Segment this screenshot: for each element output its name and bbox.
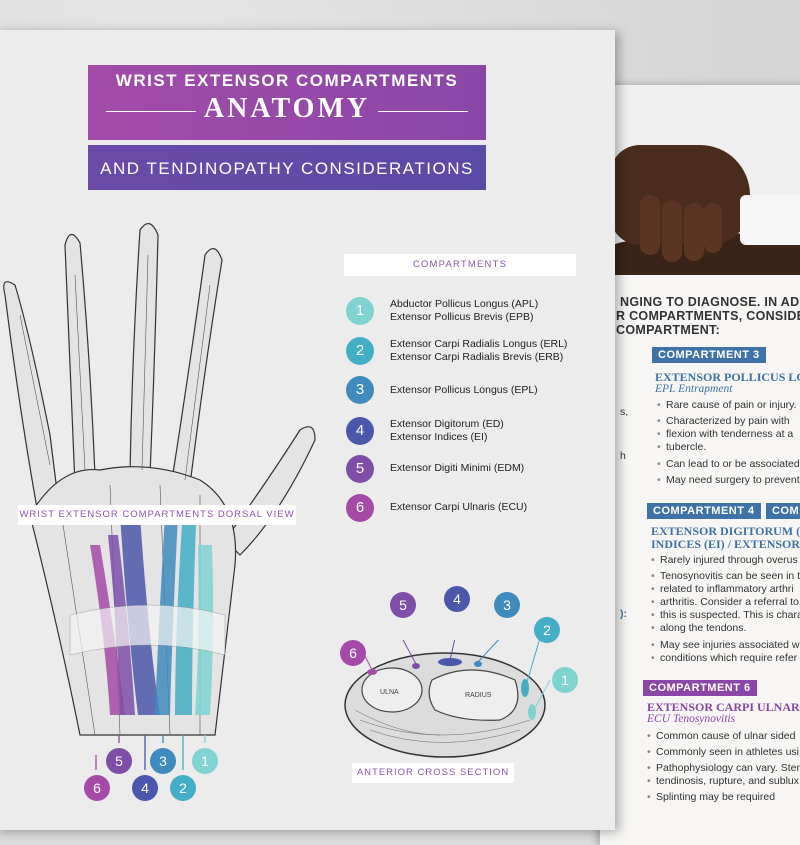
radius-label: RADIUS: [465, 692, 492, 699]
margin-fragment: h: [620, 450, 626, 462]
back-intro-line-3: COMPARTMENT:: [616, 323, 721, 337]
cross-marker-1: 1: [552, 667, 578, 693]
subtitle-banner: AND TENDINOPATHY CONSIDERATIONS: [88, 145, 486, 190]
title-rule-left: [106, 111, 196, 112]
compartment-6-subtitle: EXTENSOR CARPI ULNARIS: [647, 700, 800, 714]
dorsal-view-label: WRIST EXTENSOR COMPARTMENTS DORSAL VIEW: [18, 505, 296, 525]
hand-marker-4: 4: [132, 775, 158, 801]
compartment-5-line-1: Extensor Digiti Minimi (EDM): [390, 462, 525, 474]
compartment-2-line-2: Extensor Carpi Radialis Brevis (ERB): [390, 351, 564, 363]
compartment-1-line-1: Abductor Pollicus Longus (APL): [390, 298, 539, 310]
bullet: Pathophysiology can vary. Ster: [647, 762, 800, 775]
bullet-cont: flexion with tenderness at a: [657, 428, 793, 441]
compartment-2-badge: 2: [346, 337, 374, 365]
hand-marker-3: 3: [150, 748, 176, 774]
compartments-header: COMPARTMENTS: [344, 254, 576, 276]
compartment-3-badge: 3: [346, 376, 374, 404]
compartment-3-tag: COMPARTMENT 3: [652, 347, 766, 363]
compartment-3-line-1: Extensor Pollicus Longus (EPL): [390, 384, 538, 396]
anterior-cross-section-label: ANTERIOR CROSS SECTION: [352, 763, 514, 783]
hand-dorsal-illustration: [3, 223, 316, 770]
compartment-6-subtitle2: ECU Tenosynovitis: [647, 713, 736, 725]
compartment-6-badge: 6: [346, 494, 374, 522]
bullet-cont: along the tendons.: [651, 622, 746, 635]
compartment-2-line-1: Extensor Carpi Radialis Longus (ERL): [390, 338, 568, 350]
hand-marker-2: 2: [170, 775, 196, 801]
back-intro-line-1: NGING TO DIAGNOSE. IN ADDITI: [620, 295, 800, 309]
ulna-label: ULNA: [380, 689, 399, 696]
bullet: Commonly seen in athletes usi: [647, 746, 799, 759]
title-line-3: AND TENDINOPATHY CONSIDERATIONS: [100, 159, 474, 178]
cross-section-illustration: ULNA RADIUS: [344, 640, 551, 758]
bullet: Can lead to or be associated v: [657, 458, 800, 471]
compartment-5-badge: 5: [346, 455, 374, 483]
bullet-cont: tendinosis, rupture, and sublux: [647, 775, 799, 788]
hand-marker-6: 6: [84, 775, 110, 801]
bullet-cont: arthritis. Consider a referral to: [651, 596, 799, 609]
hands-photo: [600, 85, 800, 275]
bullet: Splinting may be required: [647, 791, 775, 804]
compartment-4-line-2: Extensor Indices (EI): [390, 431, 488, 443]
bullet: Tenosynovitis can be seen in t: [651, 570, 800, 583]
compartment-4-badge: 4: [346, 417, 374, 445]
bullet-cont: this is suspected. This is chara: [651, 609, 800, 622]
compartment-4-subtitle: EXTENSOR DIGITORUM (ED: [651, 524, 800, 538]
cross-marker-6: 6: [340, 640, 366, 666]
margin-fragment: ):: [620, 608, 627, 620]
cross-marker-3: 3: [494, 592, 520, 618]
bullet: Rare cause of pain or injury.: [657, 399, 797, 412]
cross-marker-5: 5: [390, 592, 416, 618]
bullet: May see injuries associated wi: [651, 639, 800, 652]
bullet: Common cause of ulnar sided: [647, 730, 795, 743]
compartment-3-subtitle: EXTENSOR POLLICUS LO: [655, 370, 800, 384]
compartment-1-badge: 1: [346, 297, 374, 325]
bullet: Characterized by pain with: [657, 415, 790, 428]
compartment-1-line-2: Extensor Pollicus Brevis (EPB): [390, 311, 534, 323]
compartment-4-line-1: Extensor Digitorum (ED): [390, 418, 504, 430]
compartment-4-subtitle2: INDICES (EI) / EXTENSOR D: [651, 537, 800, 551]
hand-marker-1: 1: [192, 748, 218, 774]
title-line-1: WRIST EXTENSOR COMPARTMENTS: [115, 71, 459, 90]
compartment-6-line-1: Extensor Carpi Ulnaris (ECU): [390, 501, 528, 513]
compartment-4-tag: COMPARTMENT 4: [647, 503, 761, 519]
bullet: May need surgery to prevent: [657, 474, 800, 487]
margin-fragment: s,: [620, 406, 629, 418]
bullet-cont: tubercle.: [657, 441, 706, 454]
compartment-6-tag: COMPARTMENT 6: [643, 680, 757, 696]
title-line-2: ANATOMY: [203, 93, 371, 124]
hand-marker-5: 5: [106, 748, 132, 774]
cross-marker-4: 4: [444, 586, 470, 612]
back-intro-line-2: R COMPARTMENTS, CONSIDER T: [616, 309, 800, 323]
compartment-5-tag: COM: [766, 503, 800, 519]
title-banner: WRIST EXTENSOR COMPARTMENTS ANATOMY: [88, 65, 486, 140]
title-rule-right: [378, 111, 468, 112]
bullet: Rarely injured through overus: [651, 554, 798, 567]
compartment-3-subtitle2: EPL Entrapment: [655, 383, 733, 395]
bullet-cont: related to inflammatory arthri: [651, 583, 794, 596]
bullet-cont: conditions which require refer: [651, 652, 797, 665]
cross-marker-2: 2: [534, 617, 560, 643]
